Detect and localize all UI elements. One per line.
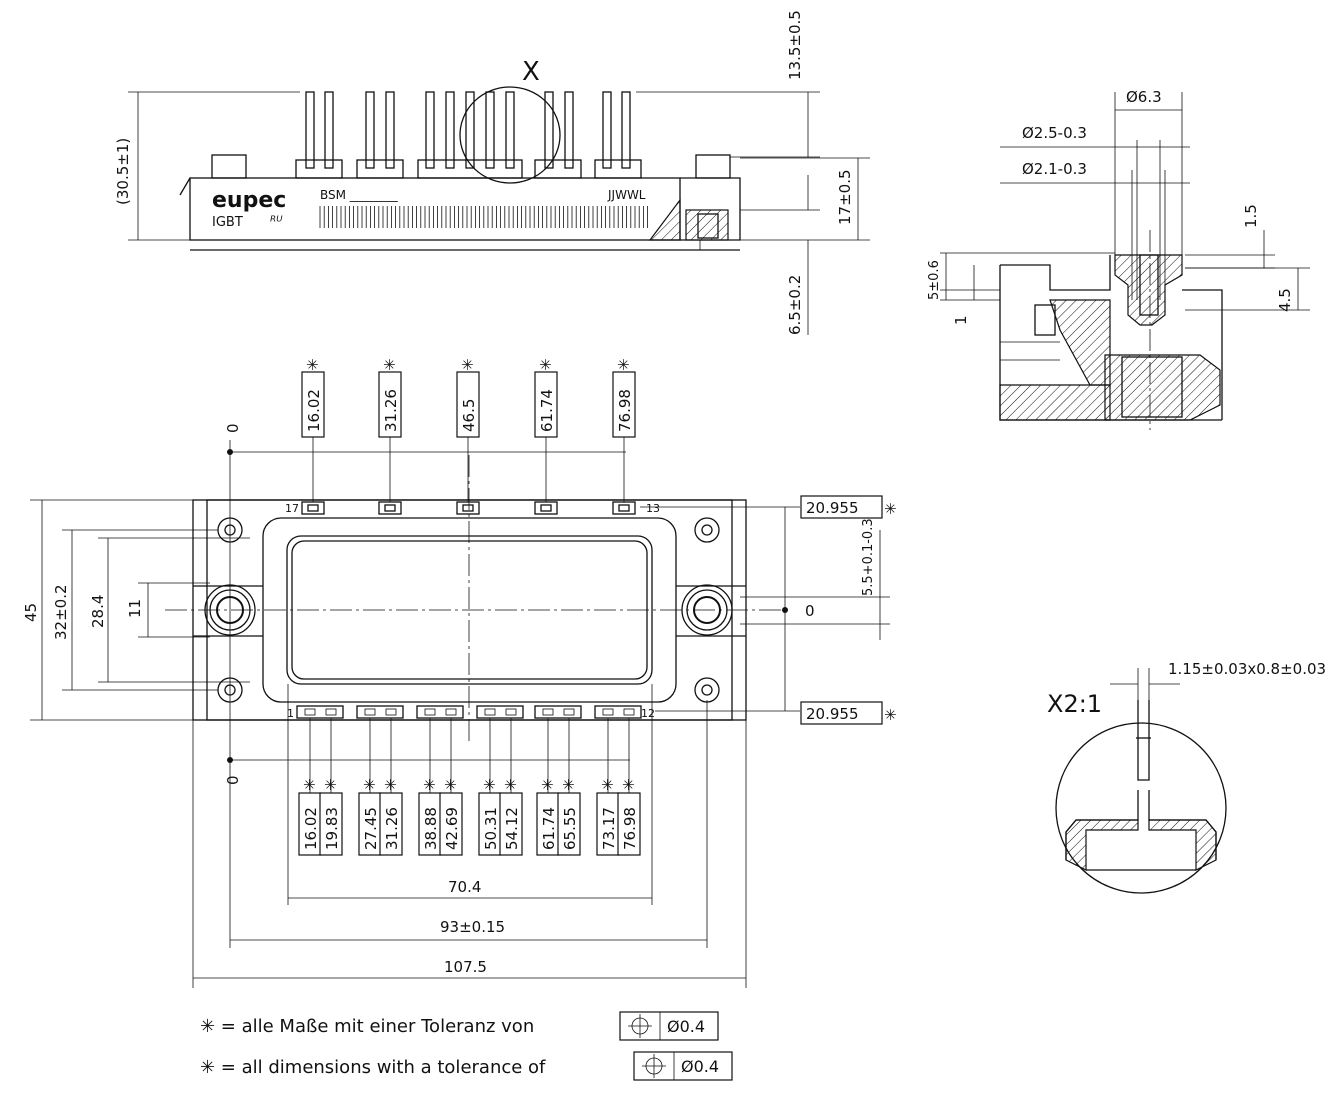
pin-star: ✳ [504, 776, 517, 794]
top-pin-callouts: ✳ 16.02 ✳ 31.26 ✳ 46.5 ✳ 61.74 ✳ 76.98 [301, 356, 636, 502]
note-english: ✳ = all dimensions with a tolerance of [200, 1057, 546, 1078]
pin-star: ✳ [622, 776, 635, 794]
top-pin-position: 31.26 [382, 389, 400, 432]
dim-overall-height: (30.5±1) [114, 138, 132, 205]
pin-label-1: 1 [287, 707, 294, 720]
dim-15: 1.5 [1242, 204, 1260, 228]
detail-x-marker: X [522, 57, 540, 87]
bottom-pin-position: 76.98 [621, 807, 639, 850]
dim-d21: Ø2.1-0.3 [1022, 160, 1087, 178]
top-pin-position: 61.74 [538, 389, 556, 432]
bottom-pin-position: 73.17 [600, 807, 618, 850]
pin-star: ✳ [363, 776, 376, 794]
pin-star: ✳ [483, 776, 496, 794]
pin-star: ✳ [541, 776, 554, 794]
pin-star: ✳ [444, 776, 457, 794]
row-y-top: 20.955 [806, 499, 859, 517]
eupec-logo: eupec [212, 188, 286, 213]
top-pin-row [301, 501, 636, 515]
tolerance-en: Ø0.4 [681, 1057, 719, 1076]
side-ribs [319, 206, 648, 228]
pin-label-12: 12 [641, 707, 655, 720]
section-view: Ø6.3 Ø2.5-0.3 Ø2.1-0.3 1.5 4.5 [927, 88, 1310, 430]
dim-45-height: 45 [22, 603, 40, 622]
dim-32: 32±0.2 [52, 584, 70, 640]
dim-pin-section: 1.15±0.03x0.8±0.03 [1168, 660, 1326, 678]
pin-star: ✳ [423, 776, 436, 794]
dim-284: 28.4 [89, 595, 107, 628]
pin-label-17: 17 [285, 502, 299, 515]
detail-x-circle [459, 86, 561, 184]
row-y-bottom: 20.955 [806, 705, 859, 723]
bottom-pin-position: 50.31 [482, 807, 500, 850]
top-pin-position: 16.02 [305, 389, 323, 432]
side-pins [295, 91, 642, 179]
detail-view: X2:1 1.15±0.03x0.8±0.03 [1047, 660, 1326, 894]
pin-label-13: 13 [646, 502, 660, 515]
dim-body-height: 17±0.5 [836, 169, 854, 225]
bottom-pin-position: 19.83 [323, 807, 341, 850]
star-row-bottom: ✳ [884, 706, 897, 724]
bottom-pin-callouts: ✳16.02✳19.83✳27.45✳31.26✳38.88✳42.69✳50.… [298, 718, 641, 856]
pin-star: ✳ [383, 356, 396, 374]
pin-star: ✳ [384, 776, 397, 794]
ul-mark: ᴿᵁ [270, 214, 283, 230]
date-code: JJWWL [607, 188, 646, 202]
bottom-pin-position: 42.69 [443, 807, 461, 850]
bottom-pin-position: 61.74 [540, 807, 558, 850]
pin-star: ✳ [601, 776, 614, 794]
bottom-pin-position: 65.55 [561, 807, 579, 850]
part-prefix: BSM ________ [320, 188, 399, 202]
top-view: 17 13 1 12 0 0 0 ✳16.02✳31.26✳46.5✳61.74… [22, 356, 897, 988]
pin-star: ✳ [461, 356, 474, 374]
tolerance-de: Ø0.4 [667, 1017, 705, 1036]
housing-window [286, 535, 653, 685]
side-view: X eupec IGBT ᴿᵁ BSM ________ JJWWL (30.5… [114, 10, 870, 335]
dim-pin-height: 13.5±0.5 [786, 10, 804, 80]
dim-93: 93±0.15 [440, 918, 505, 936]
dim-1075: 107.5 [444, 958, 487, 976]
dim-5: 5±0.6 [927, 260, 942, 300]
note-german: ✳ = alle Maße mit einer Toleranz von [200, 1016, 534, 1037]
dim-d25: Ø2.5-0.3 [1022, 124, 1087, 142]
zero-datum-top: 0 [224, 423, 242, 433]
dim-d63: Ø6.3 [1126, 88, 1162, 106]
dim-1: 1 [952, 315, 970, 325]
bottom-pin-position: 38.88 [422, 807, 440, 850]
pin-star: ✳ [303, 776, 316, 794]
bottom-pin-position: 16.02 [302, 807, 320, 850]
bottom-pin-row [296, 705, 642, 719]
top-pin-position: 76.98 [616, 389, 634, 432]
pin-star: ✳ [617, 356, 630, 374]
pin-star: ✳ [562, 776, 575, 794]
dim-704: 70.4 [448, 878, 481, 896]
zero-datum-right: 0 [805, 602, 815, 620]
pin-star: ✳ [539, 356, 552, 374]
dim-base: 6.5±0.2 [786, 275, 804, 335]
bottom-pin-position: 27.45 [362, 807, 380, 850]
detail-scale: X2:1 [1047, 690, 1102, 718]
tolerance-notes: ✳ = alle Maße mit einer Toleranz von Ø0.… [200, 1011, 733, 1081]
side-nut [685, 209, 729, 241]
igbt-label: IGBT [212, 215, 243, 230]
bottom-pin-position: 31.26 [383, 807, 401, 850]
dim-11: 11 [126, 599, 144, 618]
bottom-pin-position: 54.12 [503, 807, 521, 850]
star-row-top: ✳ [884, 500, 897, 518]
pin-star: ✳ [324, 776, 337, 794]
zero-datum-bottom: 0 [224, 775, 242, 785]
pin-star: ✳ [306, 356, 319, 374]
dim-55: 5.5+0.1-0.3 [861, 518, 876, 596]
top-pin-position: 46.5 [460, 399, 478, 432]
dim-45-section: 4.5 [1276, 288, 1294, 312]
